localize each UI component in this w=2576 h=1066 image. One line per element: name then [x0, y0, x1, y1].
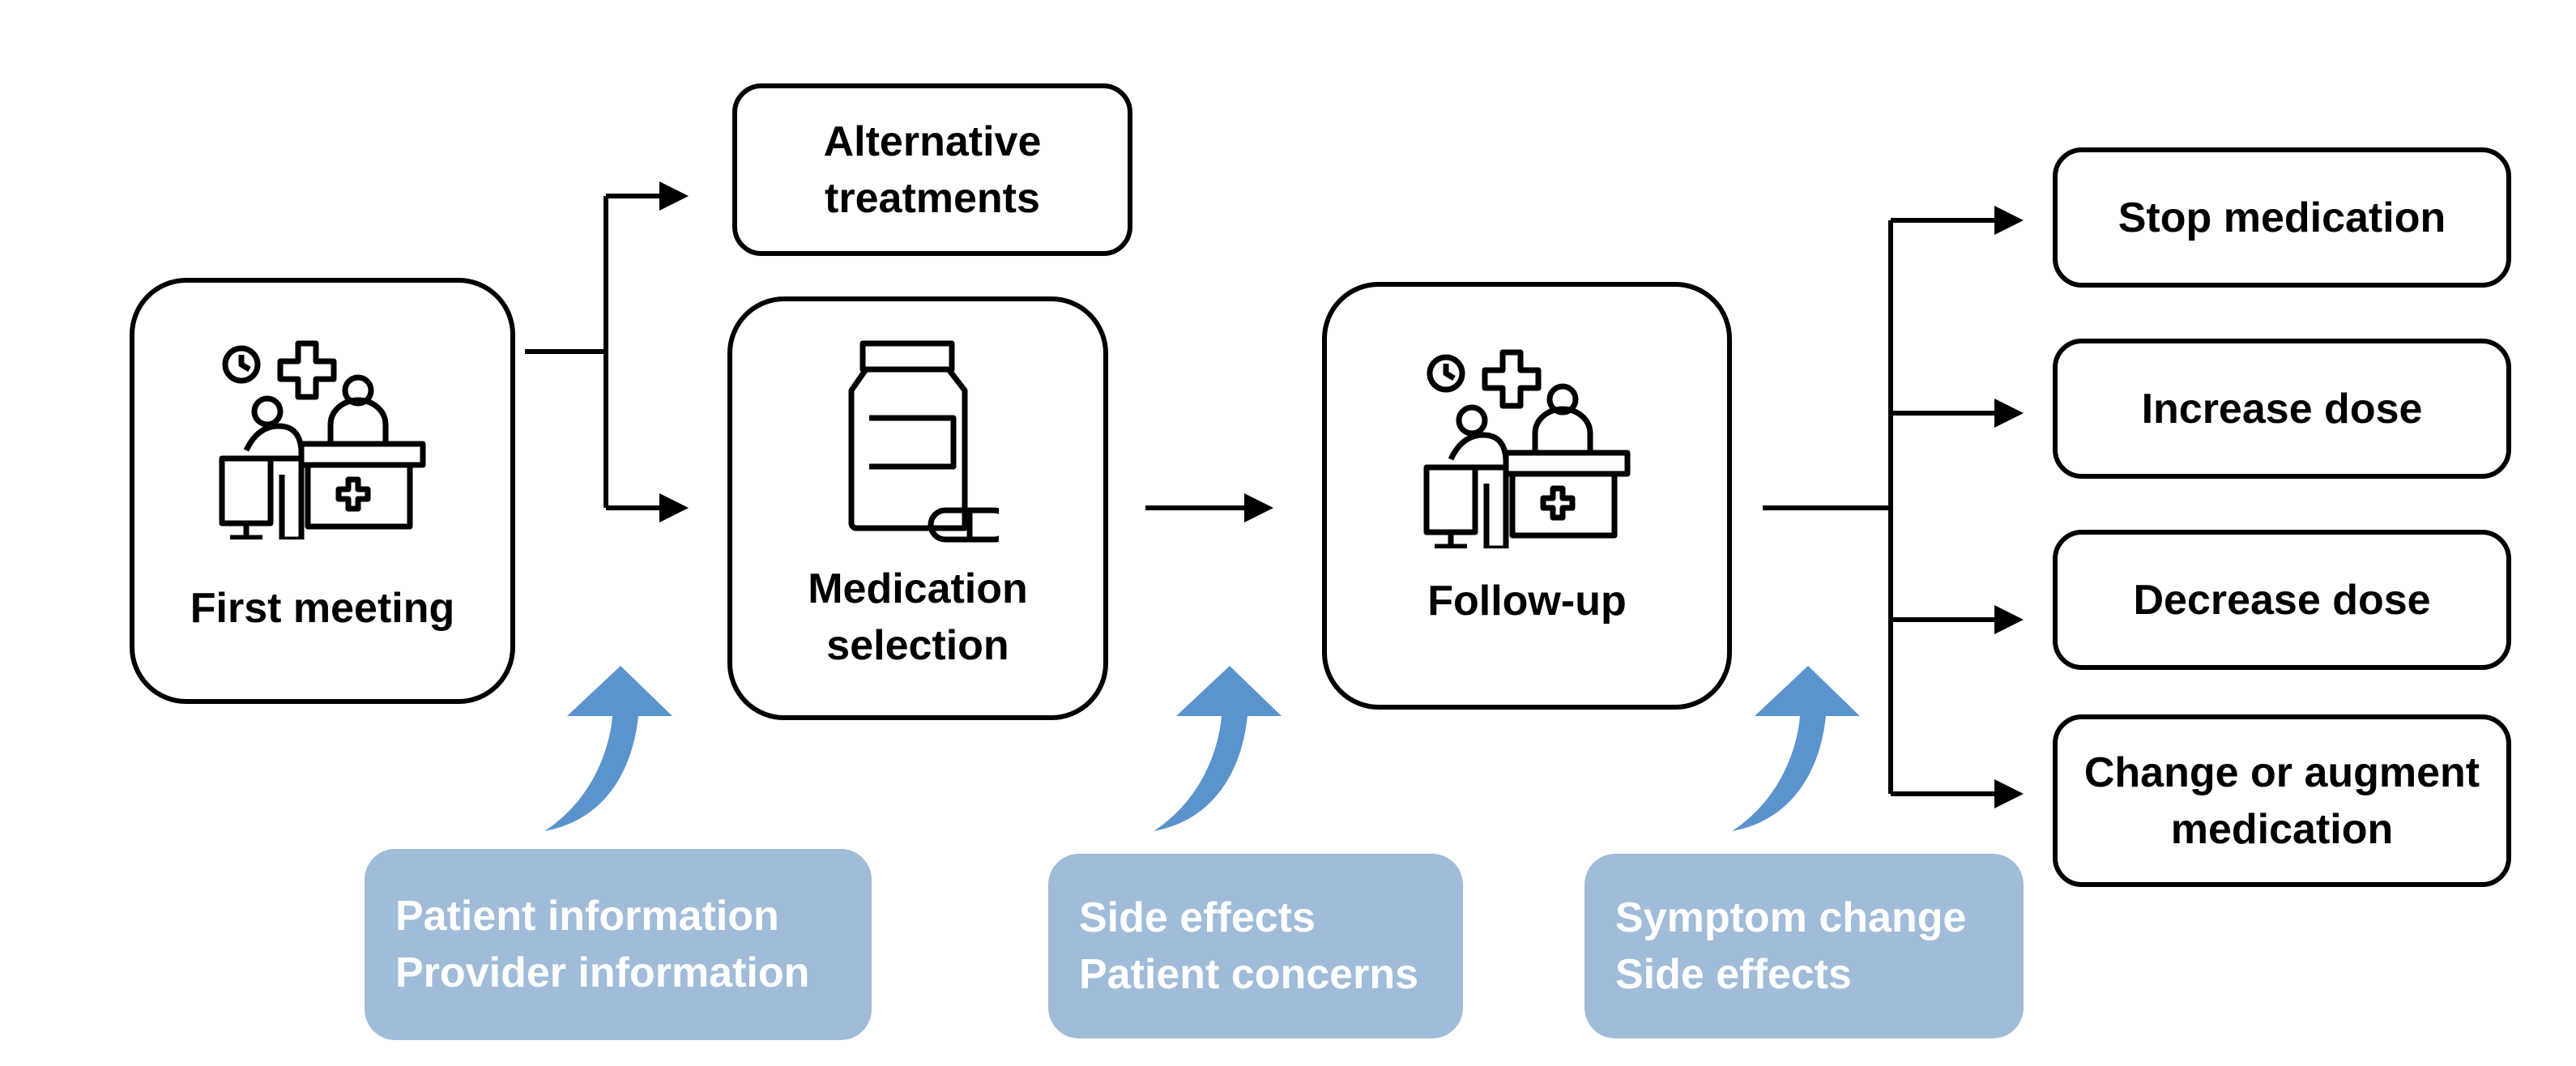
- input-note-side-effects-concerns: Side effects Patient concerns: [1048, 854, 1463, 1038]
- input-arrow-2: [1154, 666, 1282, 831]
- medicine-bottle-icon: [848, 340, 999, 542]
- first-meeting-label: First meeting: [190, 585, 455, 632]
- outcome-increase-dose: Increase dose: [2053, 339, 2511, 479]
- input-note-line: Provider information: [395, 949, 810, 996]
- input-note-line: Patient concerns: [1079, 951, 1419, 998]
- outcome-change-or-augment: Change or augment medication: [2053, 714, 2511, 887]
- follow-up-box: Follow-up: [1322, 282, 1732, 710]
- input-arrow-3: [1732, 666, 1860, 831]
- medication-selection-box: Medication selection: [727, 296, 1108, 720]
- alternative-treatments-box: Alternative treatments: [732, 83, 1132, 256]
- input-note-line: Side effects: [1079, 894, 1316, 941]
- doctor-patient-desk-icon: [1423, 349, 1631, 548]
- follow-up-label: Follow-up: [1427, 578, 1627, 625]
- medication-selection-label: Medication selection: [808, 565, 1028, 669]
- input-arrow-1: [544, 666, 672, 831]
- outcome-label: Change or augment medication: [2083, 748, 2480, 853]
- outcome-label: Stop medication: [2118, 194, 2446, 241]
- input-note-line: Patient information: [395, 893, 779, 940]
- outcome-label: Increase dose: [2141, 385, 2423, 433]
- input-note-patient-provider: Patient information Provider information: [365, 849, 872, 1040]
- doctor-patient-desk-icon: [219, 340, 426, 539]
- input-note-symptom-side-effects: Symptom change Side effects: [1584, 854, 2024, 1038]
- outcome-decrease-dose: Decrease dose: [2053, 530, 2511, 670]
- input-note-line: Symptom change: [1615, 894, 1967, 941]
- outcome-stop-medication: Stop medication: [2053, 147, 2511, 288]
- input-note-line: Side effects: [1615, 951, 1852, 998]
- alternative-treatments-label: Alternative treatments: [823, 117, 1042, 222]
- first-meeting-box: First meeting: [130, 278, 515, 704]
- outcome-label: Decrease dose: [2133, 576, 2431, 624]
